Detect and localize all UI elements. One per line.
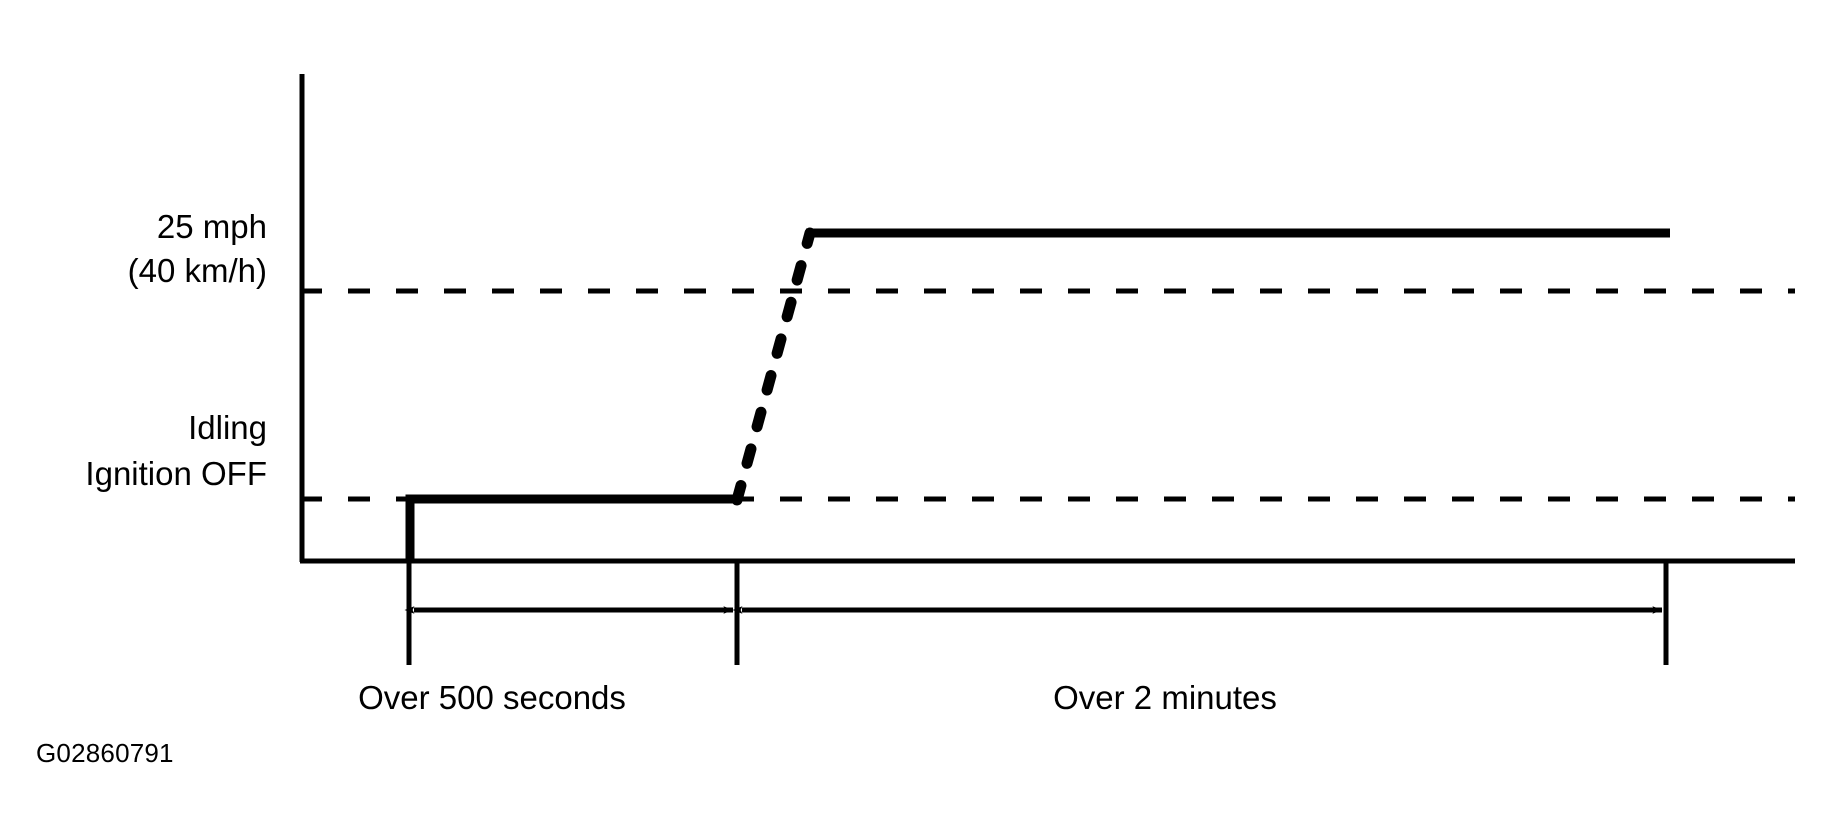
span-caption-over-2-minutes: Over 2 minutes (1053, 679, 1277, 716)
speed-profile-group (405, 227, 1670, 561)
y-axis-label-speed-mph: 25 mph (156, 208, 267, 245)
span-ticks-group (406, 561, 1669, 665)
speed-trace-idling (405, 494, 739, 561)
span-caption-over-500-seconds: Over 500 seconds (358, 679, 626, 716)
y-axis-label-speed-kmh: (40 km/h) (127, 252, 267, 289)
y-axis-label-speed: 25 mph (40 km/h) (128, 205, 267, 293)
speed-trace-acceleration (731, 227, 816, 506)
reference-lines-group (300, 288, 1795, 502)
figure-id-code: G02860791 (36, 738, 174, 768)
axes-group (299, 74, 1795, 564)
y-axis-label-ignition-off: Ignition OFF (85, 455, 267, 492)
y-axis-label-idling: Idling (188, 409, 267, 446)
